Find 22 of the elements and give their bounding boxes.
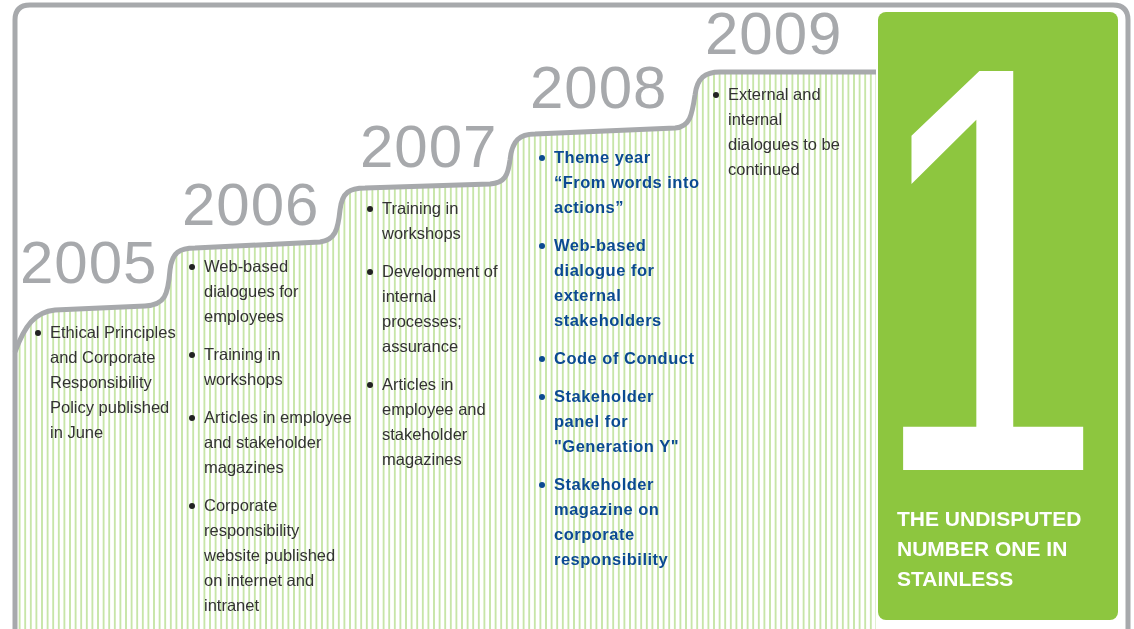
bullet-point-text: Training in workshops [187,342,352,392]
slogan-panel [878,12,1118,620]
bullet-point-text: Stakeholder panel for "Generation Y" [537,384,704,459]
bullet-point-text: Web-based dialogues for employees [187,254,352,329]
year-label: 2006 [182,175,320,235]
year-label: 2007 [360,117,498,177]
year-label: 2008 [530,58,668,118]
bullet-point-text: Code of Conduct [537,346,704,371]
bullet-point-text: Ethical Principles and Corporate Responsibility Policy published in June [33,320,180,445]
slogan-text: THE UNDISPUTED NUMBER ONE IN STAINLESS [897,506,1083,592]
bullet-point-text: Web-based dialogue for external stakeholders [537,233,704,333]
big-numeral: 1 [878,52,1104,487]
bullet-point-text: Articles in employee and stakeholder magazines [365,372,517,472]
year-label: 2009 [705,4,843,64]
bullet-point-text: Development of internal processes; assurance [365,259,517,359]
bullet-point-text: Theme year “From words into actions” [537,145,704,220]
year-label: 2005 [20,233,158,293]
bullet-point-text: Stakeholder magazine on corporate responsibility [537,472,704,572]
bullet-point-text: Training in workshops [365,196,517,246]
bullet-point-text: External and internal dialogues to be continued [711,82,850,182]
bullet-point-text: Corporate responsibility website published on internet and intranet [187,493,352,618]
bullet-point-text: Articles in employee and stakeholder magazines [187,405,352,480]
